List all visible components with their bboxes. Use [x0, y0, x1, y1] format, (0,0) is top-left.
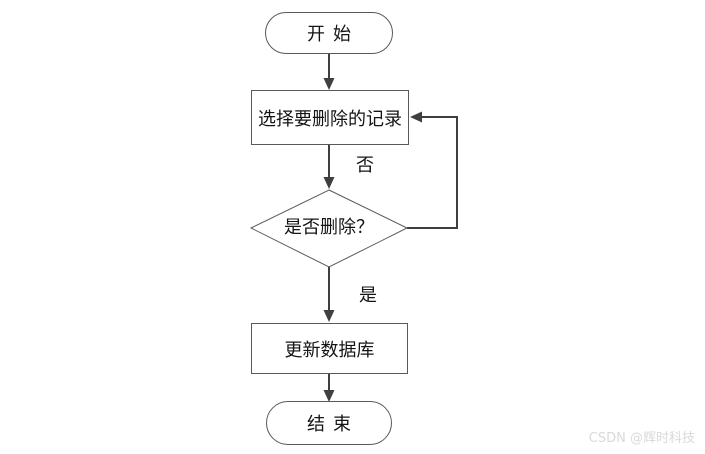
arrowhead-select-to-decision: [323, 177, 335, 189]
decision-node-label: 是否删除？: [284, 217, 374, 238]
update-database-node: 更新数据库: [251, 323, 408, 374]
end-node-label: 结束: [307, 414, 359, 435]
select-records-node-label: 选择要删除的记录: [258, 108, 402, 130]
arrowhead-start-to-select: [323, 78, 335, 90]
arrowhead-no-loop: [410, 111, 422, 123]
edge-decision-no-loop: [407, 116, 458, 229]
update-database-node-label: 更新数据库: [284, 339, 375, 361]
start-node-label: 开始: [307, 24, 359, 45]
arrowhead-update-to-end: [323, 390, 335, 402]
csdn-watermark: CSDN @辉时科技: [588, 431, 695, 446]
arrowhead-decision-to-update: [323, 310, 335, 322]
start-node: 开始: [265, 12, 393, 54]
select-records-node: 选择要删除的记录: [251, 90, 409, 145]
edge-label-yes: 是: [359, 285, 377, 306]
edge-label-no: 否: [356, 155, 374, 176]
end-node: 结束: [266, 401, 392, 445]
